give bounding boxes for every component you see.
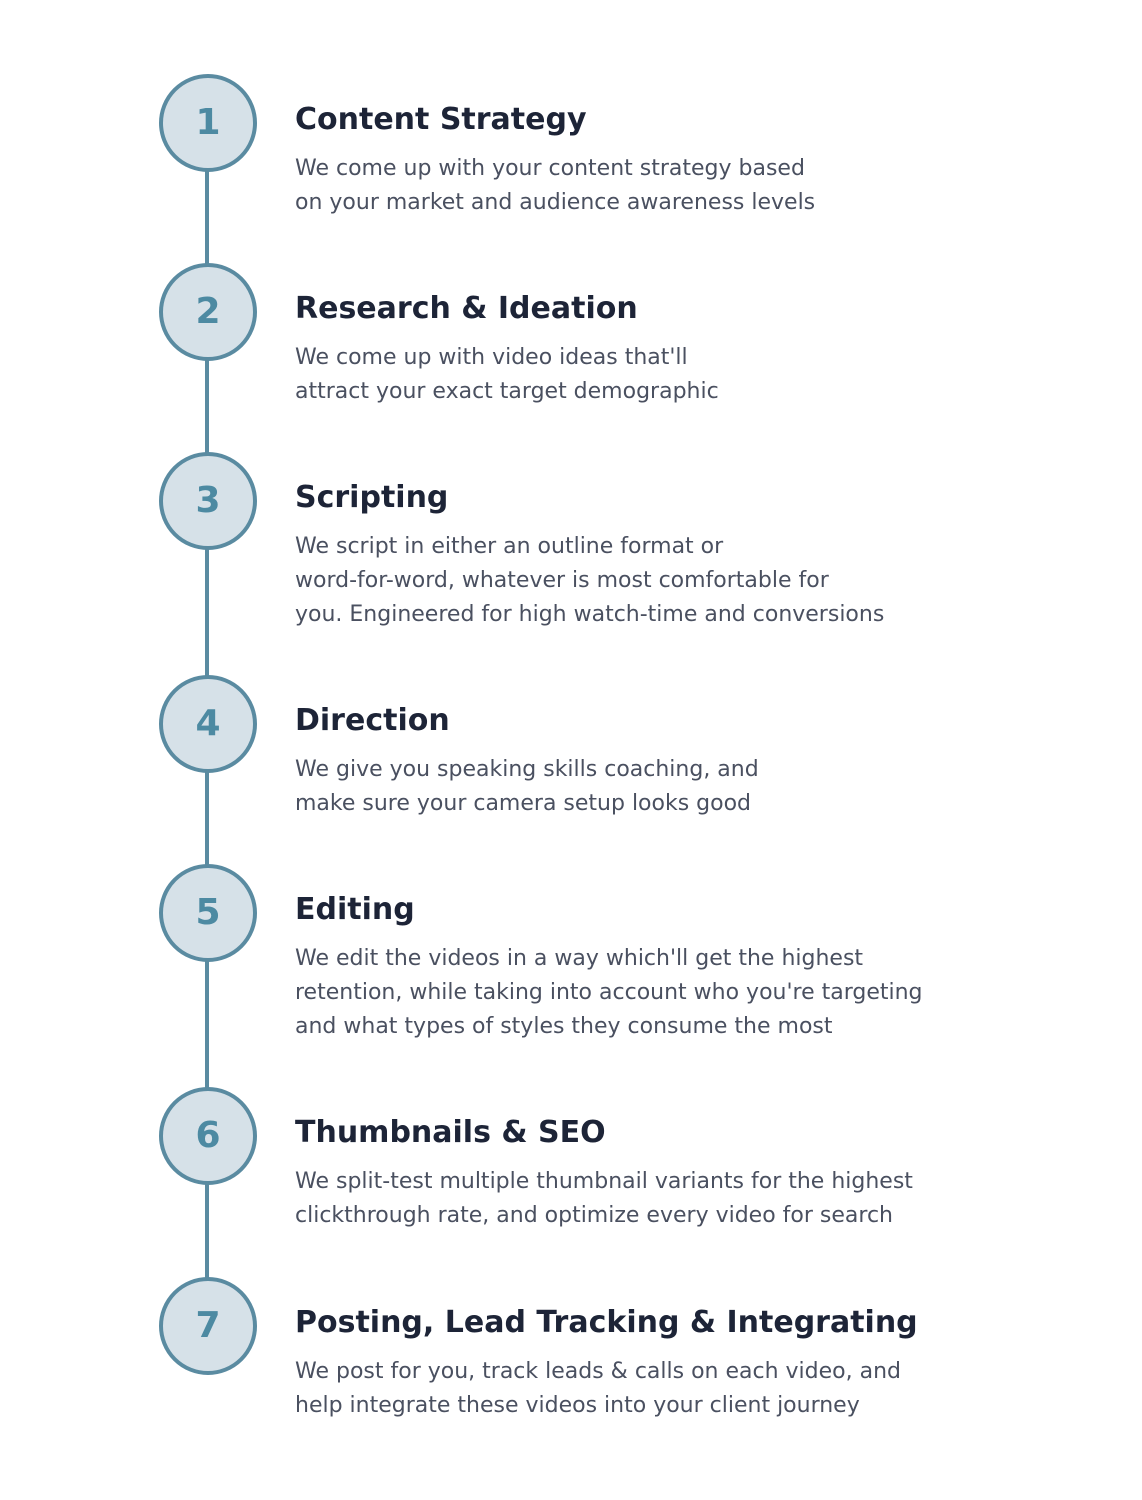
step-description: We come up with your content strategy ba…	[295, 156, 816, 215]
step-number: 6	[195, 1115, 221, 1156]
step-description: We come up with video ideas that'll attr…	[295, 345, 719, 404]
step-description: We post for you, track leads & calls on …	[295, 1359, 901, 1418]
step-title: Direction	[295, 703, 450, 738]
step-number: 7	[195, 1305, 221, 1346]
step-title: Content Strategy	[295, 102, 587, 137]
step-content: Posting, Lead Tracking & Integrating We …	[295, 1303, 1015, 1423]
step-description: We give you speaking skills coaching, an…	[295, 757, 759, 816]
step-number-badge: 6	[159, 1087, 257, 1185]
step-description: We script in either an outline format or…	[295, 534, 885, 627]
step-number-badge: 1	[159, 74, 257, 172]
step-description: We edit the videos in a way which'll get…	[295, 946, 923, 1039]
step-content: Scripting We script in either an outline…	[295, 478, 1015, 632]
step-content: Thumbnails & SEO We split-test multiple …	[295, 1113, 1015, 1233]
step-content: Research & Ideation We come up with vide…	[295, 289, 1015, 409]
step-description: We split-test multiple thumbnail variant…	[295, 1169, 913, 1228]
step-number: 4	[195, 703, 221, 744]
step-content: Direction We give you speaking skills co…	[295, 701, 1015, 821]
step-number-badge: 4	[159, 675, 257, 773]
step-number: 1	[195, 102, 221, 143]
step-number: 5	[195, 892, 221, 933]
step-number: 2	[195, 291, 221, 332]
step-title: Scripting	[295, 480, 449, 515]
step-content: Editing We edit the videos in a way whic…	[295, 890, 1015, 1044]
step-content: Content Strategy We come up with your co…	[295, 100, 1015, 220]
step-number-badge: 7	[159, 1277, 257, 1375]
step-title: Editing	[295, 892, 415, 927]
step-title: Research & Ideation	[295, 291, 638, 326]
step-number-badge: 3	[159, 452, 257, 550]
step-number-badge: 5	[159, 864, 257, 962]
step-number: 3	[195, 480, 221, 521]
step-title: Thumbnails & SEO	[295, 1115, 606, 1150]
step-title: Posting, Lead Tracking & Integrating	[295, 1305, 918, 1340]
step-number-badge: 2	[159, 263, 257, 361]
